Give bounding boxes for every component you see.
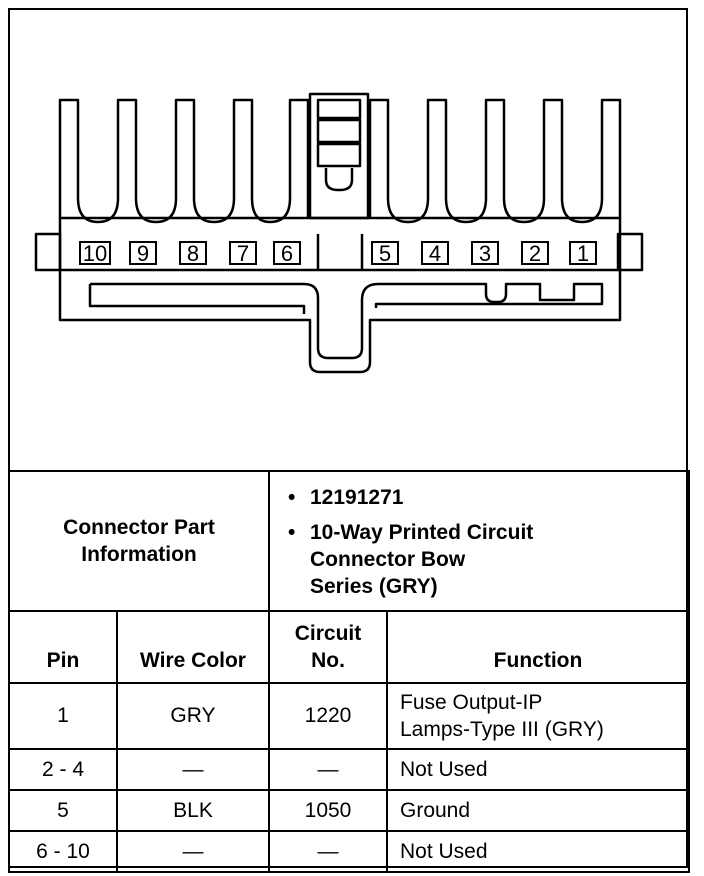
pin-box: 4 — [421, 241, 449, 266]
header-circuit: Circuit No. — [268, 610, 388, 684]
cell-function-line2: Lamps-Type III (GRY) — [400, 718, 604, 741]
cell-pin: 2 - 4 — [8, 748, 118, 791]
cell-wire-color: BLK — [116, 789, 270, 832]
cell-circuit: — — [268, 830, 388, 873]
cell-function: Not Used — [386, 830, 690, 873]
cell-pin: 5 — [8, 789, 118, 832]
pin-label: 10 — [83, 241, 107, 266]
pin-label: 4 — [429, 241, 441, 266]
cell-wire-color: GRY — [116, 682, 270, 750]
terminal-fingers-right — [368, 98, 622, 224]
pin-box: 10 — [79, 241, 111, 266]
connector-info-table: Connector Part Information • 12191271 • … — [8, 470, 690, 873]
connector-end-tab-left — [34, 232, 62, 272]
cell-circuit: 1220 — [268, 682, 388, 750]
cell-wire-color: — — [116, 830, 270, 873]
pin-box: 5 — [371, 241, 399, 266]
bullet-dot: • — [288, 521, 296, 544]
connector-end-tab-right — [616, 232, 644, 272]
part-number: 12191271 — [310, 486, 404, 509]
connector-part-row: Connector Part Information • 12191271 • … — [8, 470, 690, 612]
header-circuit-line1: Circuit — [294, 622, 362, 645]
pin-box: 7 — [229, 241, 257, 266]
cell-function: Ground — [386, 789, 690, 832]
column-header-row: Pin Wire Color Circuit No. Function — [8, 610, 690, 684]
pin-labels-left: 10 9 8 7 6 — [79, 241, 301, 266]
pin-box: 2 — [521, 241, 549, 266]
cell-wire-color: — — [116, 748, 270, 791]
connector-body — [58, 216, 622, 374]
pin-labels-right: 5 4 3 2 1 — [371, 241, 597, 266]
header-circuit-line2: No. — [311, 649, 345, 672]
header-wire-color: Wire Color — [116, 610, 270, 684]
cell-pin: 1 — [8, 682, 118, 750]
cell-function-line1: Fuse Output-IP — [400, 691, 543, 714]
connector-part-label: Connector Part Information — [8, 470, 270, 612]
pin-label: 2 — [529, 241, 541, 266]
header-pin: Pin — [8, 610, 118, 684]
pin-box: 9 — [129, 241, 157, 266]
table-row: 5 BLK 1050 Ground — [8, 789, 690, 832]
pin-box: 1 — [569, 241, 597, 266]
pin-label: 1 — [577, 241, 589, 266]
pin-label: 3 — [479, 241, 491, 266]
header-function: Function — [386, 610, 690, 684]
pin-label: 5 — [379, 241, 391, 266]
table-row: 2 - 4 — — Not Used — [8, 748, 690, 791]
cell-function: Not Used — [386, 748, 690, 791]
pin-label: 7 — [237, 241, 249, 266]
connector-diagram: 10 9 8 7 6 5 4 3 — [34, 92, 644, 374]
connector-part-label-line2: Information — [81, 543, 197, 566]
connector-desc-line2: Connector Bow — [310, 548, 466, 571]
bullet-item: • 10-Way Printed Circuit Connector Bow S… — [288, 519, 682, 600]
bullet-dot: • — [288, 486, 296, 509]
terminal-fingers-left — [58, 98, 310, 224]
cell-circuit: — — [268, 748, 388, 791]
cell-function: Fuse Output-IP Lamps-Type III (GRY) — [386, 682, 690, 750]
pin-label: 9 — [137, 241, 149, 266]
table-row: 1 GRY 1220 Fuse Output-IP Lamps-Type III… — [8, 682, 690, 750]
cell-pin: 6 - 10 — [8, 830, 118, 873]
connector-desc-line3: Series (GRY) — [310, 575, 438, 598]
connector-desc-line1: 10-Way Printed Circuit — [310, 521, 534, 544]
connector-latch — [308, 92, 370, 220]
pin-label: 8 — [187, 241, 199, 266]
pin-box: 6 — [273, 241, 301, 266]
cell-circuit: 1050 — [268, 789, 388, 832]
pin-label: 6 — [281, 241, 293, 266]
connector-part-details: • 12191271 • 10-Way Printed Circuit Conn… — [268, 470, 690, 612]
bullet-item: • 12191271 — [288, 484, 682, 511]
pin-box: 8 — [179, 241, 207, 266]
pin-box: 3 — [471, 241, 499, 266]
table-row: 6 - 10 — — Not Used — [8, 830, 690, 873]
connector-part-label-line1: Connector Part — [63, 516, 215, 539]
